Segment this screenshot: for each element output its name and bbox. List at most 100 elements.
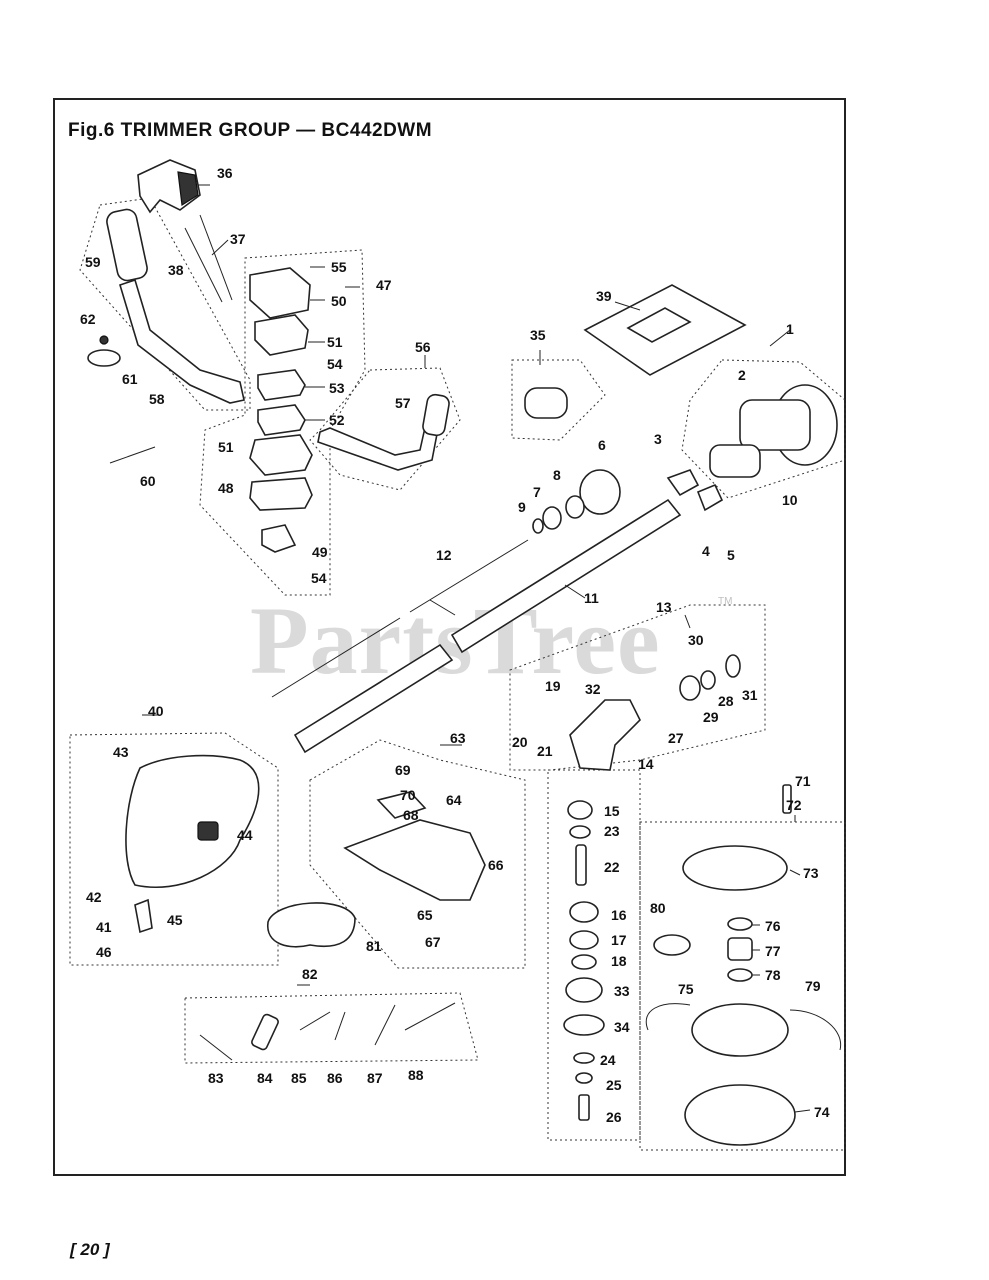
watermark-trademark: TM [718,596,733,607]
callout-49: 49 [312,544,328,560]
callout-77: 77 [765,943,781,959]
washer-25-part [575,1072,593,1084]
drive-bushing-part [579,469,621,515]
callout-85: 85 [291,1070,307,1086]
callout-13: 13 [656,599,672,615]
callout-54-upper: 54 [327,356,343,372]
washer-80-part [653,934,691,956]
drive-shaft-upper-part [409,539,529,613]
shaft-tube-lower-part [293,643,454,754]
callout-48: 48 [218,480,234,496]
cable-38-part [184,227,223,303]
ring-9-part [532,518,544,534]
callout-57: 57 [395,395,411,411]
callout-34: 34 [614,1019,630,1035]
callout-numbers: 1 2 3 4 5 6 7 8 9 10 11 12 13 14 15 16 1… [80,165,830,1125]
head-base-part [684,1084,796,1146]
strap-hook-part [134,898,153,934]
cover-plate-window [626,307,692,343]
callout-80: 80 [650,900,666,916]
callout-19: 19 [545,678,561,694]
spring-77-part [727,937,753,961]
callout-75: 75 [678,981,694,997]
callout-4: 4 [702,543,710,559]
callout-47: 47 [376,277,392,293]
callout-22: 22 [604,859,620,875]
callout-38: 38 [168,262,184,278]
ring-18-part [571,954,597,970]
shaft-clamp-part [524,387,568,419]
callout-35: 35 [530,327,546,343]
housing-cover-part [249,267,311,319]
callout-64: 64 [446,792,462,808]
callout-18: 18 [611,953,627,969]
callout-1: 1 [786,321,794,337]
tool-87-part [374,1004,396,1046]
callout-20: 20 [512,734,528,750]
group-outline-guard [309,739,526,969]
page-number: [ 20 ] [70,1240,110,1259]
housing-base-part [249,434,313,476]
callout-51-lower: 51 [218,439,234,455]
callout-52: 52 [329,412,345,428]
bearing-15-part [567,800,593,820]
callout-44: 44 [237,827,253,843]
callout-72: 72 [786,797,802,813]
washer-24-part [573,1052,595,1064]
group-outline-gear-case [509,604,766,771]
callout-83: 83 [208,1070,224,1086]
callout-60: 60 [140,473,156,489]
callout-43: 43 [113,744,129,760]
housing-upper-part [254,314,309,356]
washer-23-part [569,825,591,839]
handle-clamp-part [87,349,121,367]
throttle-trigger-shade [177,171,199,207]
callout-68: 68 [403,807,419,823]
callout-16: 16 [611,907,627,923]
guard-bracket-part [376,791,427,819]
callout-24: 24 [600,1052,616,1068]
washer-78-part [727,968,753,982]
callout-45: 45 [167,912,183,928]
callout-74: 74 [814,1104,830,1120]
handle-grip-part [106,208,148,282]
callout-36: 36 [217,165,233,181]
clamp-half-upper-part [666,469,700,497]
housing-clip-part [261,524,297,553]
callout-5: 5 [727,547,735,563]
callout-70: 70 [400,787,416,803]
callout-82: 82 [302,966,318,982]
callout-66: 66 [488,857,504,873]
spool-part [691,1003,789,1057]
callout-81: 81 [366,938,382,954]
callout-3: 3 [654,431,662,447]
guard-part [343,819,486,901]
bearing-17-part [569,930,599,950]
tool-85-part [299,1011,331,1031]
callout-28: 28 [718,693,734,709]
group-outline-clamp [511,359,606,441]
callout-67: 67 [425,934,441,950]
callout-7: 7 [533,484,541,500]
callout-14: 14 [638,756,654,772]
callout-33: 33 [614,983,630,999]
callout-76: 76 [765,918,781,934]
bolt-71-part [782,784,792,814]
leader-lines [142,184,811,1113]
callout-78: 78 [765,967,781,983]
callout-87: 87 [367,1070,383,1086]
bolt-26-part [578,1094,590,1121]
callout-30: 30 [688,632,704,648]
tool-88-part [404,1002,456,1031]
ring-8-part [565,495,585,519]
callout-69: 69 [395,762,411,778]
part-drawings [87,159,842,1146]
callout-79: 79 [805,978,821,994]
washer-76-part [727,917,753,931]
callout-31: 31 [742,687,758,703]
callout-71: 71 [795,773,811,789]
callout-10: 10 [782,492,798,508]
housing-middle-part [257,369,306,401]
callout-17: 17 [611,932,627,948]
callout-55: 55 [331,259,347,275]
